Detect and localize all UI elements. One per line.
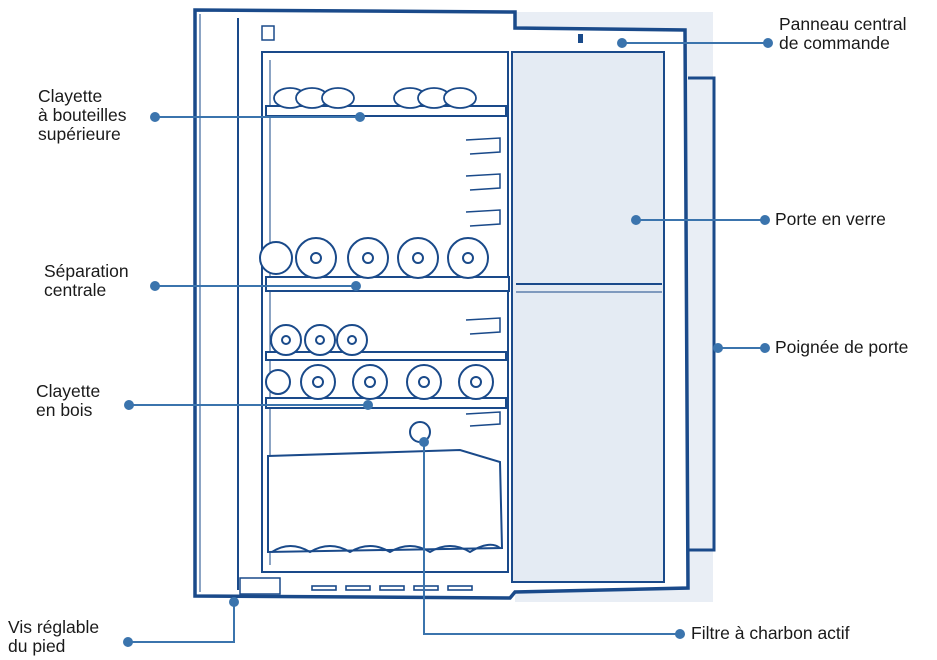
label-door-handle: Poignée de porte — [775, 337, 909, 357]
bottles-wood-row — [265, 364, 494, 400]
label-middle-divider: Séparation centrale — [44, 261, 129, 300]
bottles-upper-wood-row — [270, 324, 368, 356]
glass-door — [511, 51, 665, 583]
label-adjustable-foot: Vis réglable du pied — [8, 617, 100, 656]
bottom-bin — [267, 448, 504, 554]
label-control-panel: Panneau central de commande — [779, 14, 907, 53]
shelf-upper-wood — [265, 351, 507, 361]
bottles-middle-row — [259, 237, 489, 279]
top-hinge — [261, 25, 275, 41]
label-glass-door: Porte en verre — [775, 209, 886, 229]
label-wood-shelf: Clayette en bois — [36, 381, 101, 420]
shelf-wood — [265, 397, 507, 409]
label-top-rack: Clayette à bouteilles supérieure — [38, 86, 127, 144]
leader-lines — [123, 38, 773, 647]
base-vents — [311, 585, 473, 591]
bottles-top-row — [273, 87, 477, 109]
door-handle-bar — [688, 76, 716, 552]
label-charcoal-filter: Filtre à charbon actif — [691, 623, 850, 643]
front-foot — [239, 577, 281, 595]
shelf-top — [265, 105, 507, 117]
control-panel-indicator — [578, 34, 583, 43]
shelf-middle-divider — [265, 276, 510, 292]
shelf-rails — [465, 137, 501, 427]
